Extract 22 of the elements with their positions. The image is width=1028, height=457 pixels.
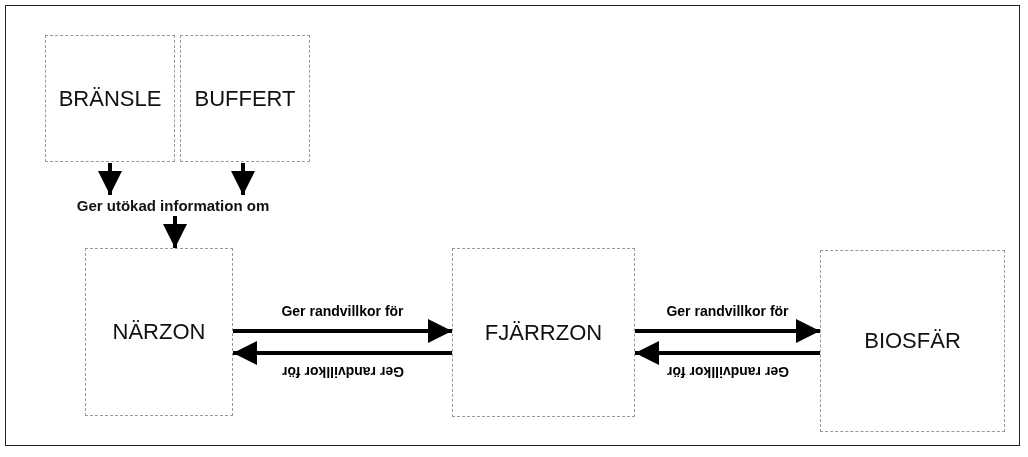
process-box <box>820 250 1005 432</box>
arrow <box>163 216 187 248</box>
arrow <box>233 319 452 343</box>
edge-label: Ger randvillkor för <box>665 364 790 380</box>
arrow <box>233 341 452 365</box>
arrow <box>635 319 820 343</box>
arrow <box>635 341 820 365</box>
process-box <box>180 35 310 162</box>
edge-label: Ger randvillkor för <box>665 303 790 319</box>
box-title: FJÄRRZON <box>484 319 603 346</box>
process-box <box>452 248 635 417</box>
box-title: NÄRZON <box>112 319 206 345</box>
arrow <box>231 163 255 195</box>
edge-label: Ger randvillkor för <box>280 303 405 319</box>
edge-label: Ger randvillkor för <box>280 364 405 380</box>
process-box <box>45 35 175 162</box>
process-box <box>85 248 233 416</box>
arrow <box>98 163 122 195</box>
box-title: BUFFERT <box>194 85 296 112</box>
flow-label: Ger utökad information om <box>76 196 270 214</box>
box-title: BRÄNSLE <box>58 85 162 112</box>
box-title: BIOSFÄR <box>864 328 961 354</box>
